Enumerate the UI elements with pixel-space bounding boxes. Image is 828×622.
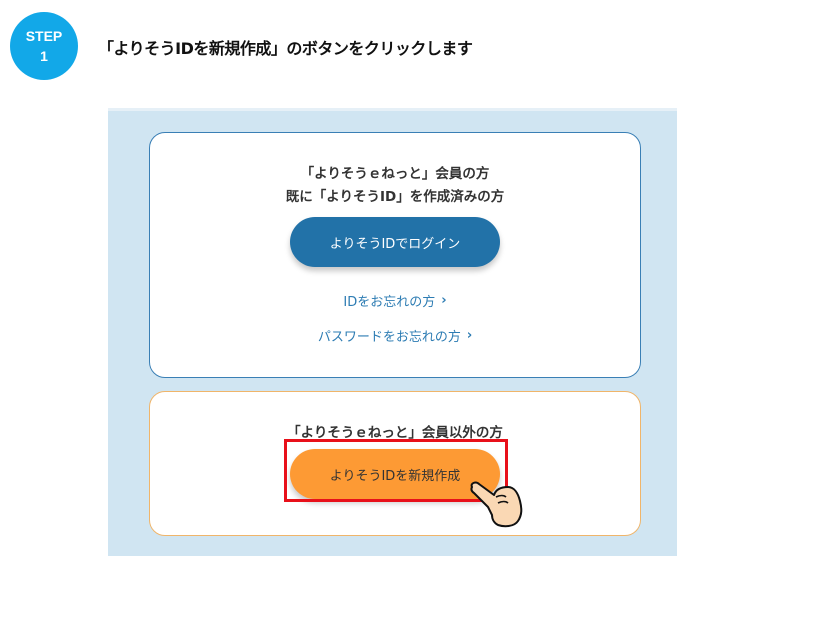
member-heading-line1: 「よりそうｅねっと」会員の方: [300, 166, 490, 182]
login-button-label: よりそうIDでログイン: [329, 236, 461, 252]
forgot-id-label: IDをお忘れの方: [343, 295, 436, 310]
highlight-box: [284, 439, 508, 502]
login-panel: 「よりそうｅねっと」会員の方 既に「よりそうID」を作成済みの方 よりそうIDで…: [108, 108, 677, 556]
pointing-hand-icon: [470, 481, 523, 528]
forgot-password-link[interactable]: パスワードをお忘れの方 ›: [318, 326, 472, 345]
member-heading: 「よりそうｅねっと」会員の方 既に「よりそうID」を作成済みの方: [286, 163, 504, 209]
create-id-button[interactable]: よりそうIDを新規作成: [290, 449, 500, 499]
panel-divider: [108, 108, 677, 111]
chevron-right-icon: ›: [441, 293, 447, 308]
step-badge: STEP 1: [10, 12, 78, 80]
step-label: STEP: [25, 28, 63, 44]
create-button-label: よりそうIDを新規作成: [329, 468, 461, 484]
login-button[interactable]: よりそうIDでログイン: [290, 217, 500, 267]
forgot-password-label: パスワードをお忘れの方: [317, 330, 461, 345]
member-heading-line2: 既に「よりそうID」を作成済みの方: [285, 189, 505, 205]
member-card: 「よりそうｅねっと」会員の方 既に「よりそうID」を作成済みの方 よりそうIDで…: [149, 132, 641, 378]
step-number: 1: [40, 48, 48, 64]
nonmember-heading: 「よりそうｅねっと」会員以外の方: [287, 425, 503, 441]
instruction-text: 「よりそうIDを新規作成」のボタンをクリックします: [98, 39, 473, 58]
nonmember-card: 「よりそうｅねっと」会員以外の方 よりそうIDを新規作成: [149, 391, 641, 536]
chevron-right-icon: ›: [466, 328, 473, 343]
forgot-id-link[interactable]: IDをお忘れの方 ›: [343, 291, 446, 310]
create-button-wrap: よりそうIDを新規作成: [284, 439, 523, 528]
